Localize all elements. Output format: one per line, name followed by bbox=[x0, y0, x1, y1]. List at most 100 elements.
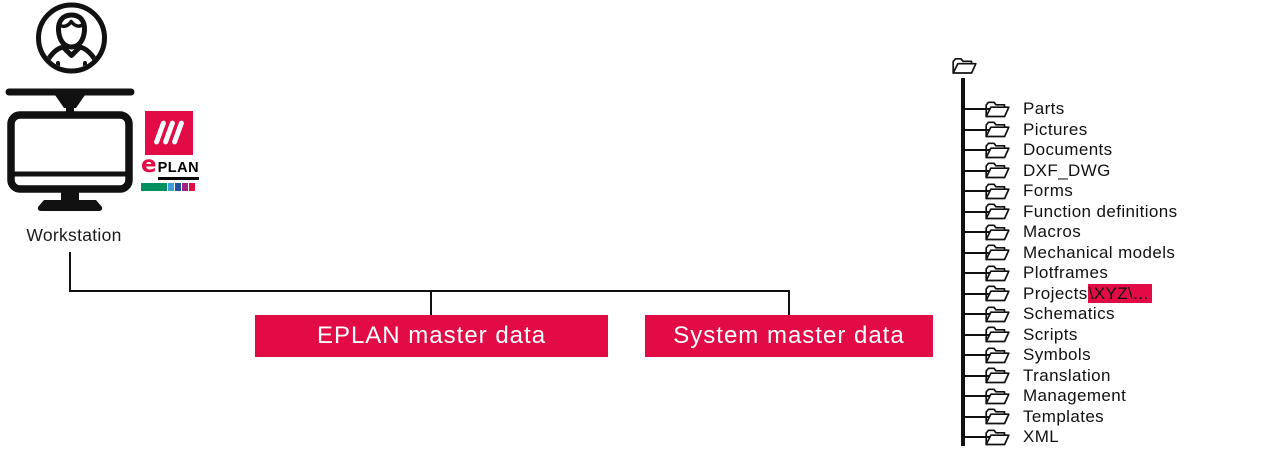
connector-system-box-drop bbox=[788, 290, 790, 317]
eplan-logo-wordmark: e PLAN bbox=[141, 152, 200, 180]
folder-name: Forms bbox=[1023, 181, 1074, 200]
tree-branch-line bbox=[963, 128, 990, 131]
folder-icon bbox=[985, 203, 1010, 220]
system-master-data-box: System master data bbox=[645, 315, 933, 357]
tree-row: Scripts bbox=[963, 324, 1078, 345]
tree-row: Templates bbox=[963, 406, 1104, 427]
folder-label: DXF_DWG bbox=[1023, 161, 1111, 181]
folder-name: Mechanical models bbox=[1023, 242, 1176, 262]
eplan-logo-e: e bbox=[141, 152, 157, 178]
logo-bar-segment bbox=[168, 182, 174, 191]
tree-branch-line bbox=[963, 108, 990, 110]
tree-row: Documents bbox=[963, 140, 1113, 161]
logo-bar-segment bbox=[182, 182, 188, 191]
folder-label: Translation bbox=[1023, 366, 1111, 386]
logo-bar-segment bbox=[189, 182, 195, 191]
eplan-logo: e PLAN bbox=[141, 111, 200, 191]
folder-name: Schematics bbox=[1023, 304, 1115, 323]
folder-icon bbox=[985, 244, 1010, 261]
folder-icon bbox=[985, 121, 1010, 138]
tree-branch-line bbox=[963, 415, 990, 418]
folder-name: Plotframes bbox=[1023, 263, 1109, 282]
eplan-logo-color-bar bbox=[141, 182, 198, 191]
root-folder-icon bbox=[952, 57, 977, 74]
folder-icon bbox=[985, 162, 1010, 179]
tree-row: Macros bbox=[963, 222, 1081, 243]
folder-label: Forms bbox=[1023, 181, 1073, 201]
folder-icon bbox=[985, 428, 1010, 445]
tree-row: Function definitions bbox=[963, 201, 1177, 222]
tree-row: Translation bbox=[963, 365, 1111, 386]
folder-name: DXF_DWG bbox=[1023, 160, 1111, 180]
folder-icon bbox=[985, 408, 1010, 425]
tree-branch-line bbox=[963, 436, 990, 438]
folder-name: Scripts bbox=[1023, 324, 1078, 344]
tree-row: Parts bbox=[963, 99, 1065, 120]
tree-branch-line bbox=[963, 395, 990, 397]
tree-branch-line bbox=[963, 251, 990, 254]
folder-label: Macros bbox=[1023, 222, 1081, 242]
tree-branch-line bbox=[963, 231, 990, 233]
tree-row: Pictures bbox=[963, 119, 1088, 140]
workstation-label: Workstation bbox=[26, 225, 122, 245]
tree-row: Management bbox=[963, 386, 1126, 407]
folder-icon bbox=[985, 367, 1010, 384]
folder-label: Management bbox=[1023, 386, 1126, 406]
connector-eplan-box-drop bbox=[430, 290, 432, 317]
tree-row: Projects\XYZ\... bbox=[963, 283, 1152, 304]
folder-name: Templates bbox=[1023, 406, 1105, 426]
folder-label: Projects\XYZ\... bbox=[1023, 283, 1152, 304]
folder-name: Macros bbox=[1023, 222, 1082, 241]
folder-icon bbox=[985, 346, 1010, 363]
user-avatar-icon bbox=[36, 2, 107, 74]
folder-icon bbox=[985, 223, 1010, 240]
tree-branch-line bbox=[963, 149, 990, 151]
tree-branch-line bbox=[963, 354, 990, 356]
connector-horizontal bbox=[69, 290, 790, 292]
folder-name: Function definitions bbox=[1023, 201, 1178, 221]
folder-label: Plotframes bbox=[1023, 263, 1108, 283]
folder-name: Management bbox=[1023, 386, 1127, 405]
tree-branch-line bbox=[963, 210, 990, 213]
tree-row: XML bbox=[963, 427, 1059, 448]
folder-label: Scripts bbox=[1023, 325, 1078, 345]
folder-label: Schematics bbox=[1023, 304, 1115, 324]
folder-label: Parts bbox=[1023, 99, 1065, 119]
folder-name: Pictures bbox=[1023, 119, 1088, 139]
folder-label: Templates bbox=[1023, 407, 1104, 427]
logo-bar-segment bbox=[175, 182, 181, 191]
folder-icon bbox=[985, 285, 1010, 302]
folder-icon bbox=[985, 326, 1010, 343]
eplan-master-data-box: EPLAN master data bbox=[255, 315, 608, 357]
tree-branch-line bbox=[963, 313, 990, 315]
tree-row: Schematics bbox=[963, 304, 1115, 325]
connector-workstation-drop bbox=[69, 252, 71, 292]
tree-branch-line bbox=[963, 272, 990, 274]
folder-icon bbox=[985, 264, 1010, 281]
tree-branch-line bbox=[963, 374, 990, 377]
folder-icon bbox=[985, 100, 1010, 117]
tree-row: Symbols bbox=[963, 345, 1091, 366]
tree-branch-line bbox=[963, 190, 990, 192]
folder-icon bbox=[985, 141, 1010, 158]
tree-row: DXF_DWG bbox=[963, 160, 1111, 181]
logo-bar-segment bbox=[141, 182, 167, 191]
tree-row: Plotframes bbox=[963, 263, 1108, 284]
folder-label: XML bbox=[1023, 427, 1059, 447]
folder-icon bbox=[985, 387, 1010, 404]
folder-name: Symbols bbox=[1023, 345, 1091, 364]
tree-branch-line bbox=[963, 333, 990, 336]
tree-row: Forms bbox=[963, 181, 1073, 202]
folder-name: Parts bbox=[1023, 99, 1065, 118]
folder-name: Projects bbox=[1023, 283, 1088, 303]
folder-label: Mechanical models bbox=[1023, 243, 1175, 263]
folder-name: Translation bbox=[1023, 365, 1111, 385]
folder-label: Pictures bbox=[1023, 120, 1088, 140]
workstation-monitor-icon bbox=[5, 88, 135, 211]
folder-icon bbox=[985, 182, 1010, 199]
folder-label: Documents bbox=[1023, 140, 1113, 160]
eplan-logo-slashes-icon bbox=[145, 111, 193, 155]
folder-name: XML bbox=[1023, 427, 1060, 446]
tree-row: Mechanical models bbox=[963, 242, 1175, 263]
